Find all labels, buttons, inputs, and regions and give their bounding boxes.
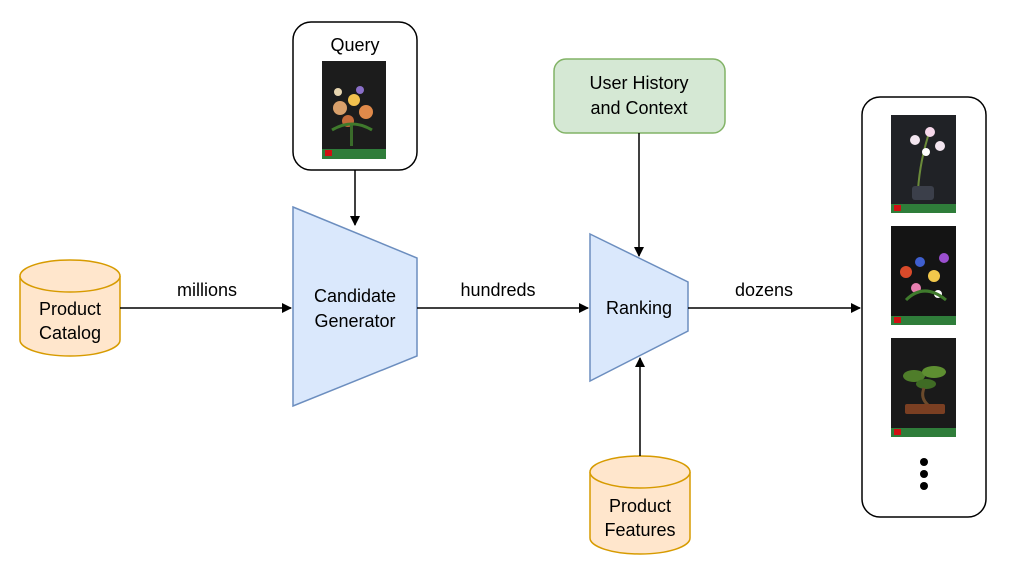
edge-label-millions: millions	[177, 280, 237, 300]
product-features-node: Product Features	[589, 455, 691, 555]
product-catalog-node: Product Catalog	[19, 259, 121, 357]
user-history-line1: User History	[589, 73, 688, 93]
ranking-node: Ranking	[589, 232, 689, 383]
edge-label-dozens: dozens	[735, 280, 793, 300]
query-product-image	[322, 61, 386, 159]
result-item-bonsai	[891, 338, 956, 437]
query-node: Query	[292, 21, 418, 171]
candidate-generator-line1: Candidate	[314, 286, 396, 306]
product-features-line1: Product	[609, 496, 671, 516]
query-title: Query	[330, 35, 379, 55]
candidate-generator-node: Candidate Generator	[292, 205, 418, 408]
candidate-generator-line2: Generator	[314, 311, 395, 331]
edge-label-hundreds: hundreds	[460, 280, 535, 300]
result-item-orchid	[891, 115, 956, 213]
product-features-line2: Features	[604, 520, 675, 540]
product-catalog-line2: Catalog	[39, 323, 101, 343]
more-results-ellipsis	[920, 458, 928, 490]
ranking-label: Ranking	[606, 298, 672, 318]
user-history-line2: and Context	[590, 98, 687, 118]
results-panel	[861, 96, 987, 518]
product-catalog-line1: Product	[39, 299, 101, 319]
user-history-node: User History and Context	[553, 58, 726, 134]
result-item-wildflower	[891, 226, 956, 325]
